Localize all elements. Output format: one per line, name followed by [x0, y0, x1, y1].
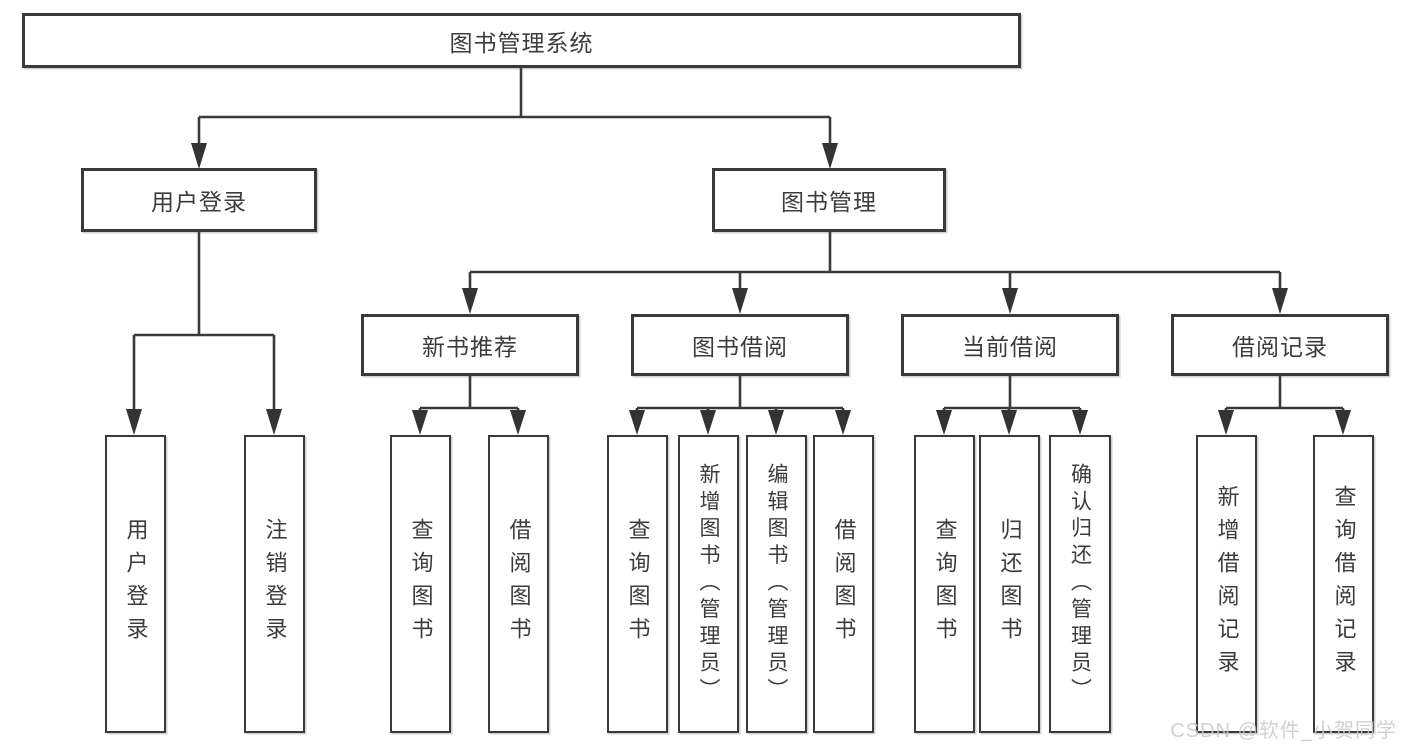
leaf-query-books-current-label: 查询图书	[932, 518, 958, 650]
leaf-query-borrow-record: 查询借阅记录	[1313, 435, 1374, 733]
leaf-add-borrow-record: 新增借阅记录	[1196, 435, 1257, 733]
leaf-edit-books-admin: 编辑图书（管理员）	[746, 435, 807, 733]
leaf-edit-books-admin-label: 编辑图书（管理员）	[765, 463, 788, 705]
leaf-confirm-return-admin-label: 确认归还（管理员）	[1068, 463, 1092, 705]
leaf-query-books-current: 查询图书	[914, 435, 975, 733]
node-current-borrowing: 当前借阅	[901, 314, 1119, 376]
leaf-confirm-return-admin: 确认归还（管理员）	[1049, 435, 1111, 733]
leaf-query-books-borrow-label: 查询图书	[625, 518, 651, 650]
leaf-query-books-recommend-label: 查询图书	[408, 518, 434, 650]
node-book-borrowing-label: 图书借阅	[692, 334, 788, 360]
leaf-borrow-books-recommend-label: 借阅图书	[506, 518, 532, 650]
node-book-management: 图书管理	[712, 168, 946, 232]
leaf-user-login: 用户登录	[105, 435, 166, 733]
node-user-login-label: 用户登录	[151, 189, 247, 215]
csdn-watermark: CSDN @软件_小贺同学	[1170, 720, 1397, 742]
leaf-user-login-label: 用户登录	[123, 518, 149, 650]
node-user-login: 用户登录	[81, 168, 317, 232]
leaf-borrow-books: 借阅图书	[813, 435, 874, 733]
leaf-query-books-borrow: 查询图书	[607, 435, 668, 733]
leaf-add-books-admin: 新增图书（管理员）	[678, 435, 739, 733]
leaf-add-borrow-record-label: 新增借阅记录	[1214, 485, 1240, 683]
node-new-book-recommendation-label: 新书推荐	[422, 334, 518, 360]
leaf-return-books-label: 归还图书	[997, 518, 1023, 650]
node-root-system: 图书管理系统	[22, 13, 1021, 68]
node-borrowing-records-label: 借阅记录	[1232, 334, 1328, 360]
node-root-system-label: 图书管理系统	[449, 29, 594, 56]
leaf-logout: 注销登录	[244, 435, 305, 733]
node-borrowing-records: 借阅记录	[1171, 314, 1389, 376]
leaf-logout-label: 注销登录	[262, 518, 288, 650]
leaf-add-books-admin-label: 新增图书（管理员）	[697, 463, 720, 705]
leaf-query-books-recommend: 查询图书	[390, 435, 451, 733]
leaf-return-books: 归还图书	[979, 435, 1040, 733]
leaf-borrow-books-recommend: 借阅图书	[488, 435, 549, 733]
leaf-borrow-books-label: 借阅图书	[831, 518, 857, 650]
node-new-book-recommendation: 新书推荐	[361, 314, 579, 376]
node-book-borrowing: 图书借阅	[631, 314, 849, 376]
leaf-query-borrow-record-label: 查询借阅记录	[1331, 485, 1357, 683]
node-book-management-label: 图书管理	[781, 189, 877, 215]
node-current-borrowing-label: 当前借阅	[962, 334, 1058, 360]
